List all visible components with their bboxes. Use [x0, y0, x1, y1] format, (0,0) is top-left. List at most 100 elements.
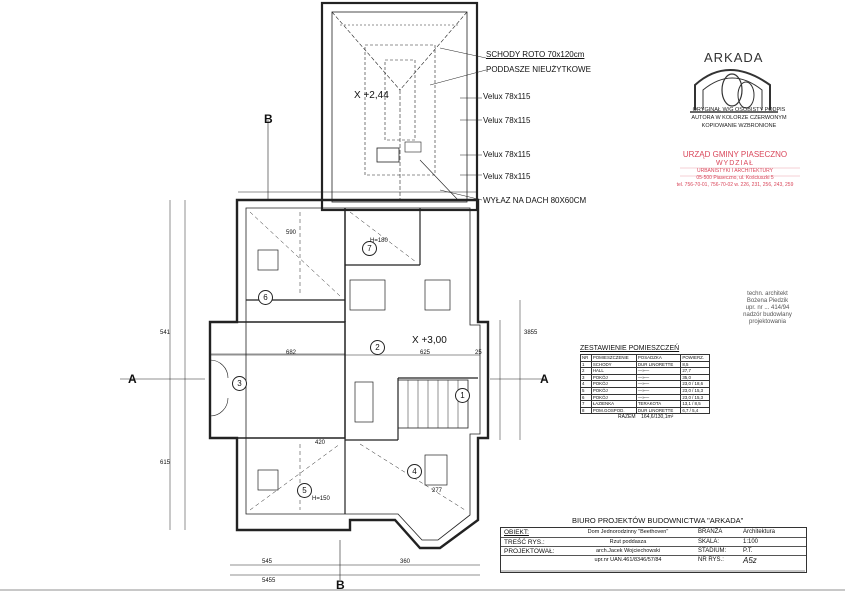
upr-value: upr.nr UAN.461/8346/57/84	[594, 557, 662, 563]
logo-copy-line-1: ORYGINAŁ W/G OSOBISTY PODPIS	[692, 107, 786, 113]
schedule-cell: 3	[580, 373, 592, 382]
architect-line-5: projektowania	[748, 319, 787, 325]
stadium-label: STADIUM:	[698, 548, 727, 554]
label-velux-2: Velux 78x115	[483, 116, 531, 125]
schedule-header-row: NR POMIESZCZENIE POSADZKA POWIERZ.	[580, 354, 710, 362]
stamp-line-4: 05-500 Piaseczno, ul. Kościuszki 5	[696, 175, 774, 181]
schedule-cell: 5	[580, 386, 592, 395]
label-schody: SCHODY ROTO 70x120cm	[486, 50, 585, 59]
logo-copy-line-3: KOPIOWANIE WZBRONIONE	[701, 123, 777, 129]
nr-label: NR RYS.:	[698, 557, 724, 563]
room-number-4: 4	[407, 464, 422, 479]
attic-outline	[320, 1, 479, 212]
obiekt-label: OBIEKT:	[504, 529, 529, 536]
dim-25: 25	[475, 350, 482, 356]
logo-mark	[690, 69, 778, 113]
nr-value: A5z	[743, 556, 757, 565]
approval-stamp: URZĄD GMINY PIASECZNO WYDZIAŁ URBANISTYK…	[665, 150, 805, 189]
label-poddasze: PODDASZE NIEUŻYTKOWE	[486, 65, 591, 74]
stadium-value: P.T.	[743, 548, 753, 554]
schedule-header-room: POMIESZCZENIE	[590, 354, 637, 362]
dim-545: 545	[262, 559, 273, 565]
logo-brand: ARKADA	[704, 50, 764, 65]
elevation-main: X +3,00	[412, 335, 447, 346]
schedule-cell: —»—	[635, 380, 682, 388]
schedule-total: RAZEM 164,6/130,1m²	[618, 414, 710, 420]
skala-label: SKALA:	[698, 539, 720, 545]
schedule-cell: POKÓJ	[590, 380, 637, 388]
projektowal-label: PROJEKTOWAŁ:	[504, 548, 555, 555]
stamp-line-3: URBANISTYKI I ARCHITEKTURY	[696, 168, 774, 174]
schedule-cell: DUR LINORETTE	[635, 360, 682, 369]
logo-copyright: ORYGINAŁ W/G OSOBISTY PODPIS AUTORA W KO…	[678, 106, 800, 130]
architect-line-3: upr. nr ... 414/94	[745, 305, 790, 311]
schedule-cell: 13,1 / 8,5	[680, 400, 710, 408]
elevation-top-value: +2,44	[363, 90, 389, 101]
room-number-5: 5	[297, 483, 312, 498]
schedule-header-floor: POSADZKA	[635, 354, 682, 362]
elevation-main-value: +3,00	[421, 335, 447, 346]
section-mark-b-bottom: B	[336, 578, 345, 592]
dim-625: 625	[420, 350, 431, 356]
logo-copy-line-2: AUTORA W KOLORZE CZERWONYM	[691, 115, 787, 121]
schedule-total-value: 164,6/130,1m²	[641, 414, 674, 421]
title-row-upr: upr.nr UAN.461/8346/57/84 NR RYS.: A5z	[501, 555, 806, 565]
title-row-projektowal: PROJEKTOWAŁ: arch.Jacek Wojciechowski ST…	[501, 546, 806, 556]
dim-3855: 3855	[524, 330, 538, 336]
tresc-value: Rzut poddasza	[609, 539, 647, 545]
schedule-cell: 7	[580, 400, 592, 408]
label-velux-3: Velux 78x115	[483, 150, 531, 159]
title-block: OBIEKT: Dom Jednorodzinny "Beethoven" BR…	[500, 527, 807, 573]
schedule-cell: 23,0 / 18,6	[680, 380, 710, 388]
dim-682: 682	[286, 350, 297, 356]
schedule-cell: 6	[580, 393, 592, 402]
schedule-cell: SCHODY	[590, 360, 637, 369]
room-schedule: ZESTAWIENIE POMIESZCZEŃ NR POMIESZCZENIE…	[580, 345, 710, 420]
stamp-line-1: URZĄD GMINY PIASECZNO	[682, 150, 788, 159]
schedule-title: ZESTAWIENIE POMIESZCZEŃ	[580, 345, 680, 352]
schedule-cell: DUR LINORETTE	[635, 406, 682, 415]
dim-360: 360	[400, 559, 411, 565]
architect-line-1: techn. architekt	[747, 291, 788, 297]
dim-420: 420	[315, 440, 326, 446]
schedule-cell: 8,5	[680, 360, 710, 369]
branza-value: Architektura	[743, 529, 776, 535]
dim-541: 541	[160, 330, 171, 336]
room-number-3: 3	[232, 376, 247, 391]
dim-615: 615	[160, 460, 171, 466]
room-number-1: 1	[455, 388, 470, 403]
stamp-line-5: tel. 756-70-01, 756-70-02 w. 226, 231, 2…	[676, 182, 794, 188]
schedule-cell: —»—	[635, 367, 682, 375]
schedule-cell: 4	[580, 380, 592, 388]
label-velux-4: Velux 78x115	[483, 172, 531, 181]
schedule-cell: ŁAZIENKA	[590, 400, 637, 408]
skala-value: 1:100	[743, 539, 759, 545]
dim-590: 590	[286, 230, 297, 236]
elevation-top: X +2,44	[354, 90, 389, 101]
section-mark-b-top: B	[264, 112, 273, 126]
label-velux-1: Velux 78x115	[483, 92, 531, 101]
architect-stamp: techn. architekt Bożena Piedzik upr. nr …	[730, 291, 805, 326]
dim-h180: H=180	[370, 238, 388, 244]
schedule-cell: 6,7 / 5,4	[680, 406, 710, 415]
schedule-cell: —»—	[635, 386, 682, 395]
schedule-cell: —»—	[635, 393, 682, 402]
section-mark-a-left: A	[128, 372, 137, 386]
schedule-cell: POKÓJ	[590, 393, 637, 402]
outer-walls	[208, 198, 490, 550]
schedule-cell: 23,0 / 15,3	[680, 393, 710, 402]
schedule-total-label: RAZEM	[618, 414, 636, 421]
stamp-line-2: WYDZIAŁ	[715, 160, 755, 167]
schedule-cell: POKÓJ	[590, 373, 637, 382]
schedule-cell: TERAKOTA	[635, 400, 682, 408]
room-number-6: 6	[258, 290, 273, 305]
